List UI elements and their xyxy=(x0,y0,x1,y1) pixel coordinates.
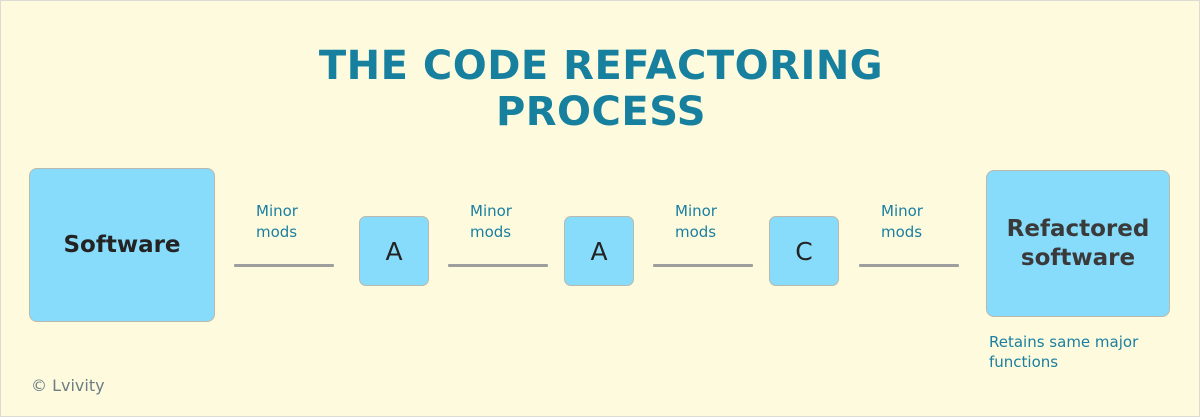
connector-step-4: Minor mods xyxy=(859,201,961,267)
watermark-credit: © Lvivity xyxy=(31,376,105,395)
connector-label: Minor mods xyxy=(470,202,512,241)
connector-line xyxy=(653,264,753,267)
connector-step-1: Minor mods xyxy=(234,201,336,267)
step-box-label: A xyxy=(590,236,608,266)
connector-label: Minor mods xyxy=(675,202,717,241)
end-box-label: Refactored software xyxy=(1006,215,1150,271)
step-box-label: C xyxy=(795,236,813,266)
step-box-label: A xyxy=(385,236,403,266)
connector-label: Minor mods xyxy=(256,202,298,241)
end-box-refactored-software: Refactored software xyxy=(986,170,1170,317)
step-box-a-2: A xyxy=(564,216,634,286)
page-title: THE CODE REFACTORING PROCESS xyxy=(318,43,884,135)
start-box-label: Software xyxy=(63,231,181,258)
connector-line xyxy=(448,264,548,267)
connector-line xyxy=(859,264,959,267)
connector-step-2: Minor mods xyxy=(448,201,550,267)
connector-step-3: Minor mods xyxy=(653,201,755,267)
connector-line xyxy=(234,264,334,267)
step-box-a-1: A xyxy=(359,216,429,286)
connector-label: Minor mods xyxy=(881,202,923,241)
step-box-c: C xyxy=(769,216,839,286)
start-box-software: Software xyxy=(29,168,215,322)
end-box-caption: Retains same major functions xyxy=(989,333,1139,371)
